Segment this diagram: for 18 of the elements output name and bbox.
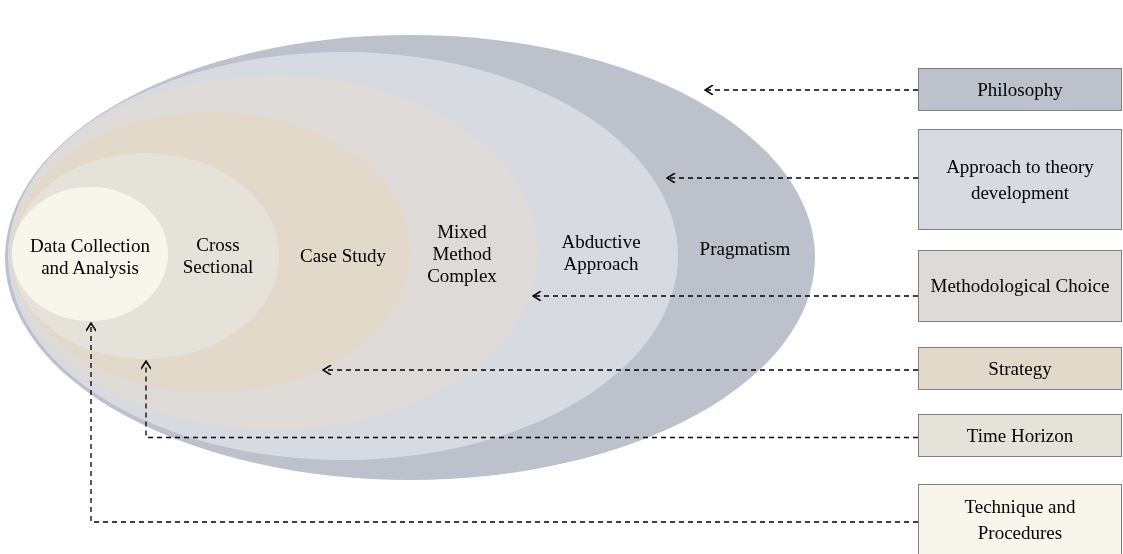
layer-label: Cross Sectional (181, 234, 255, 278)
leader-arrow (532, 290, 919, 302)
layer-name-box: Philosophy (918, 68, 1122, 111)
leader-arrow (85, 322, 919, 523)
layer-label: Case Study (299, 245, 387, 267)
layer-label: Abductive Approach (560, 231, 642, 275)
layer-name-box: Methodological Choice (918, 250, 1122, 322)
layer-name-box: Strategy (918, 347, 1122, 390)
leader-arrow (322, 364, 919, 376)
layer-name-box: Time Horizon (918, 414, 1122, 457)
layer-label: Pragmatism (698, 238, 792, 260)
leader-arrow (666, 172, 919, 184)
layer-name-box: Technique and Procedures (918, 484, 1122, 554)
layer-label: Data Collection and Analysis (29, 235, 151, 279)
layer-label: Mixed Method Complex (426, 221, 498, 287)
leader-arrow (140, 360, 919, 439)
leader-arrow (704, 84, 919, 96)
layer-name-box: Approach to theory development (918, 129, 1122, 230)
